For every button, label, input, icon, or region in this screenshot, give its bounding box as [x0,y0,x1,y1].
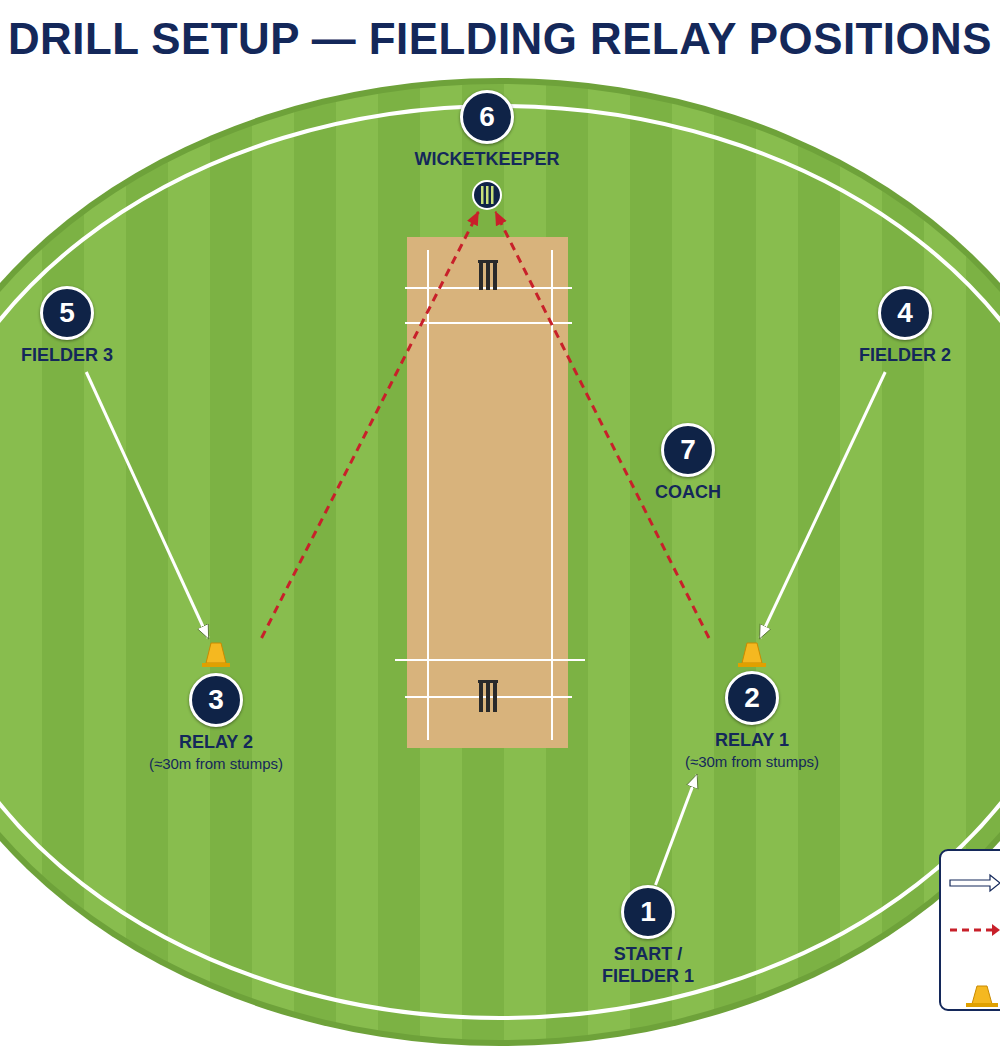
popping-crease [395,659,585,661]
callout-number: 6 [460,90,514,144]
cone-base [738,663,766,667]
coach-marker: 7COACH [649,423,727,507]
stumps [478,680,498,712]
run-arrow [760,372,885,638]
callout-number: 3 [189,673,243,727]
popping-crease [405,322,572,324]
legend-dashed-sample [950,929,992,932]
diagram-title: DRILL SETUP — FIELDING RELAY POSITIONS [8,14,992,64]
stump [481,186,484,204]
position-label: RELAY 2 [149,731,283,753]
callout-number: 5 [40,286,94,340]
throw-path [262,212,479,638]
start-marker: 1START / FIELDER 1 [587,885,709,991]
position-label: COACH [655,481,721,503]
bails [478,680,498,683]
run-arrow [86,372,208,638]
stumps [478,260,498,290]
stumps-circle [473,181,501,209]
legend-arrow-sample [950,875,1000,891]
wicketkeeper-marker: 6WICKETKEEPER [408,90,565,212]
run-arrow [656,775,697,885]
callout-number: 4 [878,286,932,340]
legend-cone-base [966,1003,998,1007]
stump [479,262,483,290]
cone-body [742,643,762,663]
legend-arrowhead [992,924,1000,936]
callout-number: 2 [725,671,779,725]
stump [486,682,490,712]
stump [491,186,494,204]
distance-note: (≈30m from stumps) [685,753,819,771]
keeper-stumps-marker [473,181,501,209]
callout-number: 1 [621,885,675,939]
cone [738,643,766,667]
legend-frame [940,850,1000,1010]
position-label: FIELDER 3 [21,344,113,366]
field-edge [0,78,1000,1046]
stump [486,186,489,204]
cone-base [202,663,230,667]
outfield [0,84,1000,1040]
bails [478,260,498,263]
relay-marker: 3RELAY 2 (≈30m from stumps) [143,638,289,777]
pitch [407,237,568,748]
callout-number: 7 [661,423,715,477]
stump [479,682,483,712]
cone [202,643,230,667]
legend-box [940,850,1000,1010]
position-label: FIELDER 2 [859,344,951,366]
legend-cone-sample [972,986,992,1004]
position-label: RELAY 1 [685,729,819,751]
title-bar: DRILL SETUP — FIELDING RELAY POSITIONS [0,14,1000,64]
relay-marker: 2RELAY 1 (≈30m from stumps) [679,638,825,775]
fielder-marker: 5FIELDER 3 [15,286,119,372]
distance-note: (≈30m from stumps) [149,755,283,773]
stump [493,262,497,290]
cone-body [206,643,226,663]
boundary-line [0,106,1000,1018]
position-label: WICKETKEEPER [414,148,559,170]
fielder-marker: 4FIELDER 2 [853,286,957,372]
position-label: START / FIELDER 1 [593,943,703,987]
stump [493,682,497,712]
stump [486,262,490,290]
